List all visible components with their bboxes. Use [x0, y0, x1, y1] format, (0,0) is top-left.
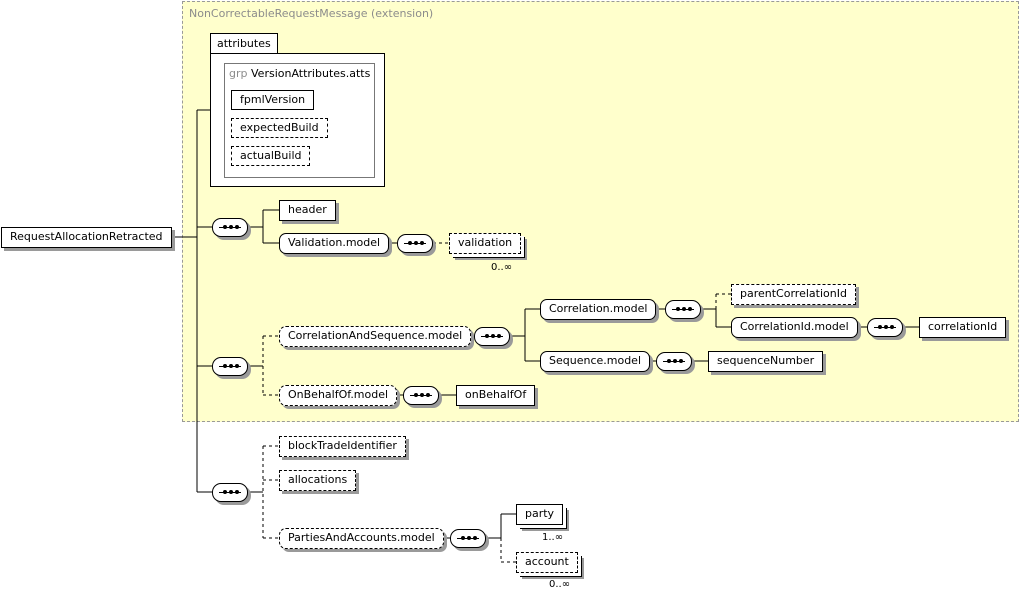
- element-header[interactable]: header: [279, 200, 336, 221]
- element-block-trade-identifier[interactable]: blockTradeIdentifier: [279, 436, 406, 457]
- group-on-behalf-of-model[interactable]: OnBehalfOf.model: [279, 385, 398, 406]
- sequence-compositor-1[interactable]: [212, 218, 248, 237]
- group-keyword: grp: [229, 67, 248, 80]
- element-correlation-id[interactable]: correlationId: [919, 317, 1007, 338]
- element-validation[interactable]: validation: [449, 233, 522, 254]
- group-correlation-and-sequence-model[interactable]: CorrelationAndSequence.model: [279, 326, 472, 347]
- group-correlation-model[interactable]: Correlation.model: [540, 299, 657, 320]
- sequence-compositor-correlation-id[interactable]: [867, 318, 903, 337]
- attribute-actual-build[interactable]: actualBuild: [231, 146, 311, 166]
- sequence-compositor-correlation-and-sequence[interactable]: [474, 327, 510, 346]
- attribute-group-label[interactable]: grp VersionAttributes.atts: [229, 67, 370, 80]
- group-name: VersionAttributes.atts: [251, 67, 371, 80]
- element-parent-correlation-id[interactable]: parentCorrelationId: [731, 284, 856, 305]
- sequence-compositor-3[interactable]: [212, 483, 248, 502]
- attribute-expected-build[interactable]: expectedBuild: [231, 118, 328, 138]
- group-correlation-id-model[interactable]: CorrelationId.model: [731, 317, 858, 338]
- group-parties-and-accounts-model[interactable]: PartiesAndAccounts.model: [279, 528, 444, 549]
- element-sequence-number[interactable]: sequenceNumber: [708, 351, 824, 372]
- account-multiplicity: 0..∞: [549, 579, 571, 590]
- group-validation-model[interactable]: Validation.model: [279, 233, 390, 254]
- root-element[interactable]: RequestAllocationRetracted: [1, 227, 172, 248]
- group-sequence-model[interactable]: Sequence.model: [540, 351, 651, 372]
- sequence-compositor-2[interactable]: [212, 357, 248, 376]
- attributes-tab[interactable]: attributes: [210, 33, 278, 54]
- extension-label: NonCorrectableRequestMessage (extension): [189, 7, 434, 20]
- attribute-fpml-version[interactable]: fpmlVersion: [231, 90, 315, 110]
- sequence-compositor-parties-and-accounts[interactable]: [450, 529, 486, 548]
- element-allocations[interactable]: allocations: [279, 470, 357, 491]
- party-multiplicity: 1..∞: [542, 532, 564, 543]
- sequence-compositor-sequence[interactable]: [656, 352, 692, 371]
- element-party[interactable]: party: [516, 504, 564, 525]
- element-account[interactable]: account: [516, 552, 578, 573]
- element-on-behalf-of[interactable]: onBehalfOf: [456, 385, 536, 406]
- validation-multiplicity: 0..∞: [491, 262, 513, 273]
- sequence-compositor-validation[interactable]: [397, 234, 433, 253]
- sequence-compositor-correlation[interactable]: [665, 300, 701, 319]
- sequence-compositor-on-behalf-of[interactable]: [403, 386, 439, 405]
